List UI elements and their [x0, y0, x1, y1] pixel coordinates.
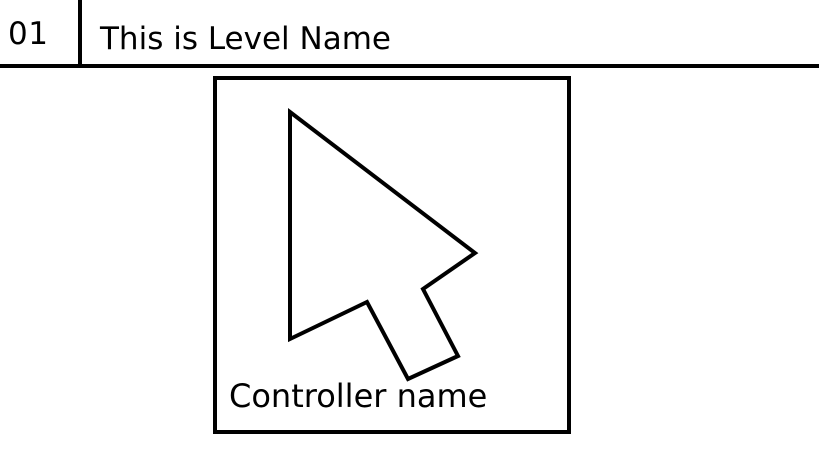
- level-name: This is Level Name: [100, 21, 391, 57]
- controller-name: Controller name: [229, 377, 488, 415]
- mouse-pointer-icon: [288, 107, 479, 382]
- level-number: 01: [8, 16, 49, 52]
- level-header: 01 This is Level Name: [0, 0, 819, 69]
- header-divider: [78, 0, 82, 66]
- controller-card[interactable]: Controller name: [213, 76, 571, 434]
- header-rule: [0, 64, 819, 68]
